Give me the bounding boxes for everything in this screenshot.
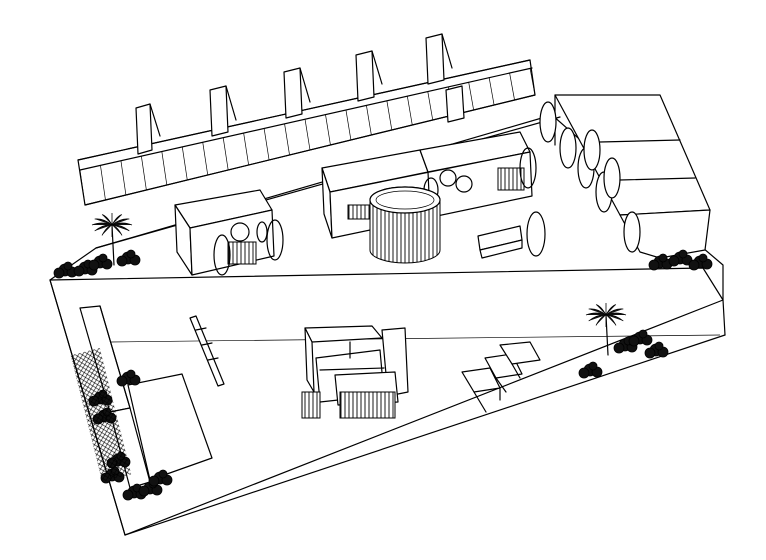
facade-mullion <box>509 72 515 101</box>
facade-door-1 <box>135 103 161 155</box>
shrub <box>88 253 113 271</box>
center-kiosk <box>301 325 409 419</box>
facade-mullion <box>202 142 209 176</box>
shrub <box>122 483 147 501</box>
facade-door-6 <box>445 85 465 123</box>
left-pavilion <box>174 189 284 276</box>
shrub <box>688 253 713 271</box>
bench <box>477 211 546 259</box>
shrub <box>644 341 669 359</box>
right-booth-row <box>539 94 711 259</box>
facade-mullion <box>263 128 270 161</box>
oval-mirror <box>603 157 621 199</box>
facade-mullion <box>181 146 188 181</box>
facade-mullion <box>488 77 495 106</box>
left-long-block <box>79 305 213 489</box>
facade-mullion <box>325 114 331 146</box>
oval-mirror <box>539 101 557 143</box>
sun-loungers <box>461 341 541 413</box>
shrub <box>116 369 141 387</box>
cylinder-kiosk <box>369 186 441 264</box>
facade-mullion <box>284 123 290 156</box>
shelf-rack <box>189 315 225 387</box>
facade-mullion <box>468 81 474 111</box>
oval-mirror <box>559 127 577 169</box>
shrub <box>628 329 653 347</box>
facade-mullion <box>120 160 127 196</box>
shrub <box>148 469 173 487</box>
shrub <box>578 361 603 379</box>
facade-mullion <box>427 91 434 121</box>
facade-mullion <box>79 169 86 206</box>
shrub <box>53 261 78 279</box>
facade-door-2 <box>209 85 237 137</box>
facade-mullion <box>222 137 229 171</box>
facade-mullion <box>366 105 372 136</box>
facade-mullion <box>141 156 147 191</box>
facade-mullion <box>386 100 393 131</box>
oval-mirror <box>623 211 641 253</box>
facade-mullion <box>100 165 106 201</box>
palm-tree <box>91 213 133 266</box>
facade-mullion <box>243 132 249 166</box>
facade-door-3 <box>283 67 311 119</box>
facade-mullion <box>161 151 168 186</box>
facade-mullion <box>406 95 413 126</box>
facade-door-5 <box>425 33 453 85</box>
facade-door-4 <box>355 50 383 102</box>
facade-mullion <box>345 109 352 141</box>
back-glass-facade <box>77 33 536 206</box>
shrub <box>648 253 673 271</box>
palm-tree <box>585 303 627 356</box>
oval-mirror <box>583 129 601 171</box>
facade-mullion <box>529 67 536 96</box>
facade-mullion <box>304 118 311 151</box>
shrub <box>116 249 141 267</box>
